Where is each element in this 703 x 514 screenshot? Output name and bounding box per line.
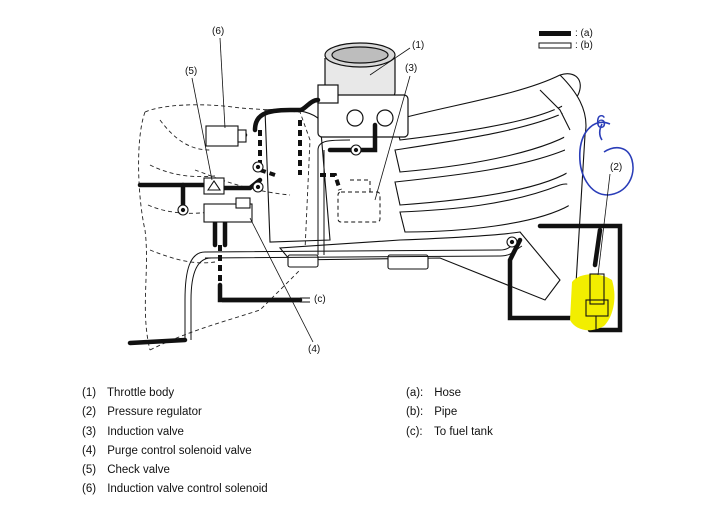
parts-list-item: (4) Purge control solenoid valve bbox=[82, 444, 252, 457]
parts-list-item: (3) Induction valve bbox=[82, 425, 184, 438]
parts-list: (1) Throttle body (2) Pressure regulator… bbox=[82, 384, 268, 500]
purge-control-solenoid-valve bbox=[203, 197, 253, 223]
intake-runners bbox=[394, 73, 587, 301]
parts-list-item: (2) Pressure regulator bbox=[82, 406, 202, 419]
callout-2: (2) bbox=[610, 162, 623, 173]
callout-1: (1) bbox=[412, 40, 425, 51]
plenum bbox=[264, 108, 561, 301]
throttle-body bbox=[317, 42, 409, 138]
pressure-regulator bbox=[585, 273, 609, 332]
fittings bbox=[177, 144, 518, 248]
parts-list-item: (1) Throttle body bbox=[82, 387, 175, 399]
handwritten-annotation bbox=[579, 121, 634, 196]
vacuum-hose-diagram bbox=[127, 31, 634, 351]
key-list-item: (a): Hose bbox=[406, 387, 462, 399]
handwritten-six: 6 bbox=[596, 112, 607, 132]
key-list-item: (c): To fuel tank bbox=[406, 425, 493, 438]
induction-valve bbox=[337, 179, 381, 223]
legend-hose: : (a) bbox=[575, 28, 593, 39]
leader-lines bbox=[191, 37, 611, 343]
parts-list-item: (5) Check valve bbox=[82, 464, 170, 477]
hoses bbox=[127, 97, 623, 346]
legend-swatches bbox=[538, 31, 572, 49]
callout-6: (6) bbox=[212, 26, 225, 37]
check-valve bbox=[203, 177, 225, 195]
callout-c: (c) bbox=[314, 294, 326, 305]
legend-pipe: : (b) bbox=[575, 40, 593, 51]
induction-valve-control-solenoid bbox=[205, 125, 247, 147]
key-list-item: (b): Pipe bbox=[406, 406, 458, 419]
parts-list-item: (6) Induction valve control solenoid bbox=[82, 483, 268, 496]
fuel-tank-hose bbox=[222, 297, 310, 303]
key-list: (a): Hose (b): Pipe (c): To fuel tank bbox=[406, 384, 493, 442]
callout-3: (3) bbox=[405, 63, 418, 74]
callout-5: (5) bbox=[185, 66, 198, 77]
callout-4: (4) bbox=[308, 344, 321, 355]
